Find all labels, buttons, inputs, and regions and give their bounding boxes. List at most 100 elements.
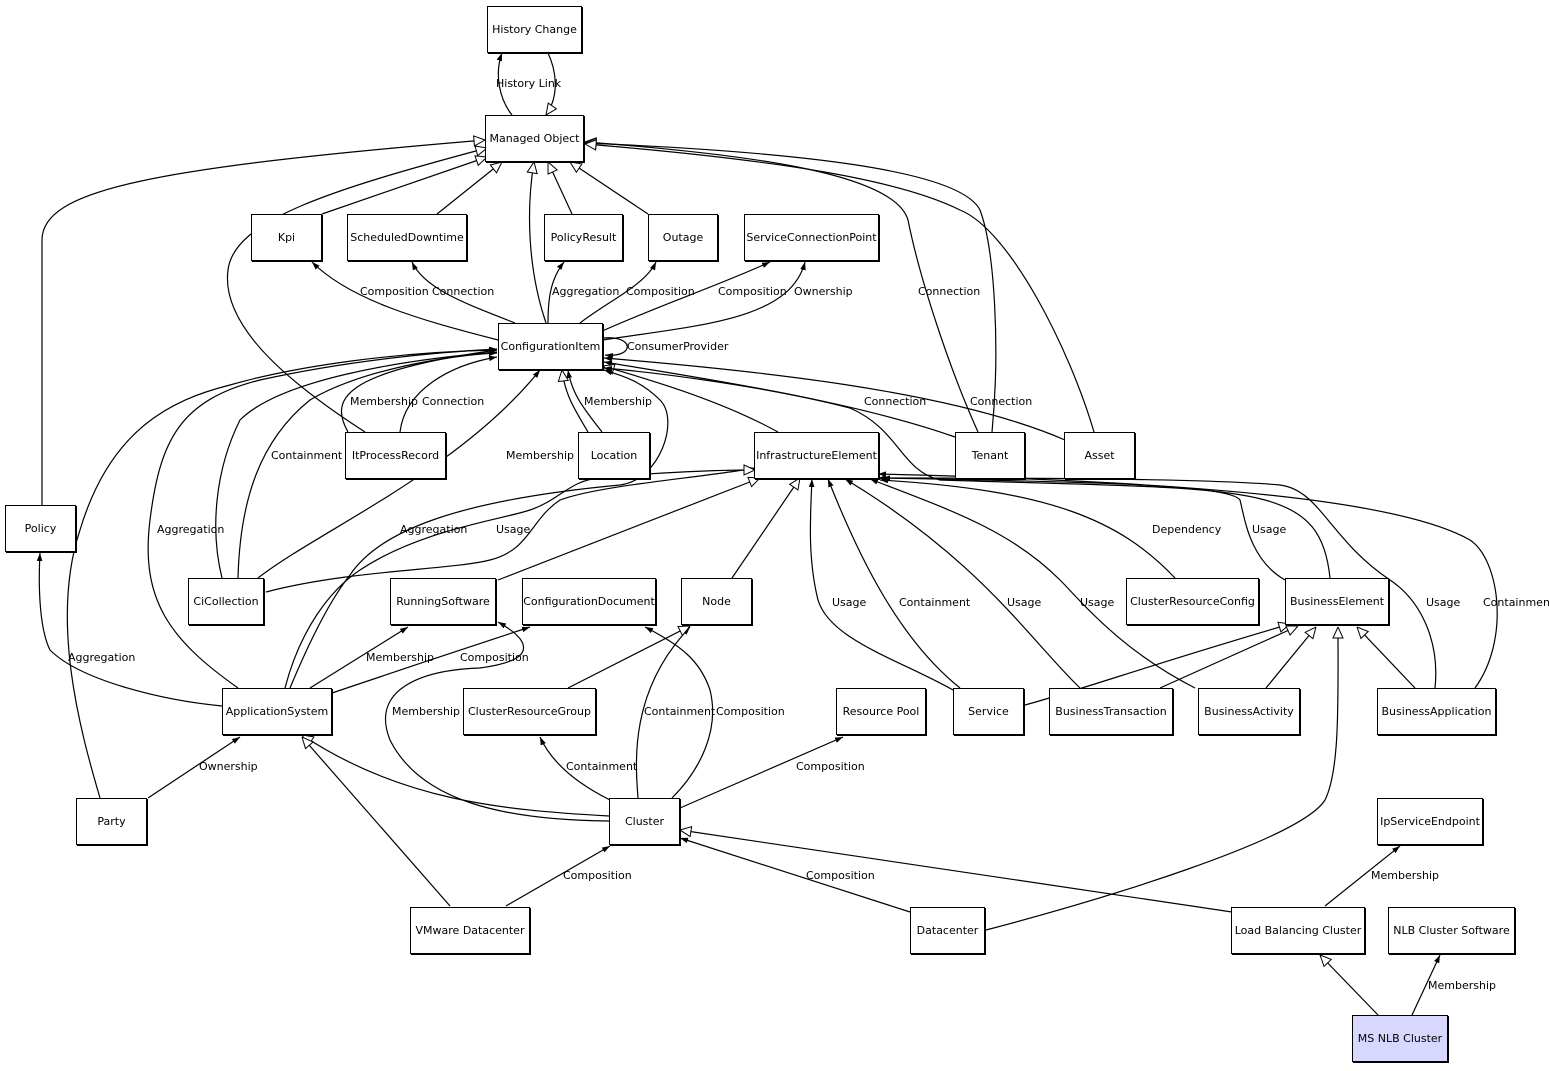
edge-ci-to-scp-own (602, 261, 806, 341)
node-configuration-document[interactable]: ConfigurationDocument (522, 578, 656, 625)
edge-label: Membership (1428, 979, 1496, 992)
edge-asset-to-managed (585, 144, 1095, 433)
edge-ci-to-managed (530, 162, 547, 324)
node-service-connection-point[interactable]: ServiceConnectionPoint (744, 214, 879, 261)
node-business-application[interactable]: BusinessApplication (1377, 688, 1496, 735)
edge-cluster-to-crg (539, 736, 611, 801)
edge-scheduled-to-managed (436, 162, 502, 215)
edge-policyresult-to-managed (547, 162, 573, 215)
edge-labels: History Link Composition Connection Aggr… (68, 77, 1549, 992)
node-party[interactable]: Party (76, 798, 147, 845)
edge-label: Connection (864, 395, 926, 408)
edge-itpr-connection (399, 355, 498, 433)
node-cluster[interactable]: Cluster (609, 798, 680, 845)
edge-ci-to-scheduled (411, 261, 516, 324)
edge-tenant-conn-2 (585, 143, 997, 433)
node-service[interactable]: Service (953, 688, 1024, 735)
edge-ie-to-ci (603, 366, 779, 433)
edge-cicoll-membership (257, 369, 541, 579)
node-tenant[interactable]: Tenant (955, 432, 1025, 479)
edge-location-2 (566, 369, 603, 433)
edge-bapp-containment (877, 471, 1498, 689)
node-nlb-cluster-software[interactable]: NLB Cluster Software (1388, 907, 1515, 954)
edge-label: Containment (644, 705, 716, 718)
edge-crc-to-ie (879, 477, 1176, 579)
node-ip-service-endpoint[interactable]: IpServiceEndpoint (1377, 798, 1483, 845)
edge-party-to-appsys (147, 736, 241, 799)
edge-bapp-to-be (1357, 627, 1416, 689)
edge-btx-usage (844, 478, 1081, 689)
edge-vmware-to-cluster (505, 845, 611, 907)
edge-label: Composition (718, 285, 787, 298)
edge-label: Usage (1080, 596, 1115, 609)
edge-cluster-to-pool (679, 736, 844, 809)
edge-service-usage (808, 478, 954, 691)
edge-label: History Link (496, 77, 562, 90)
node-infrastructure-element[interactable]: InfrastructureElement (754, 432, 879, 479)
edge-crg-to-node (567, 626, 690, 689)
edge-label: Membership (392, 705, 460, 718)
edge-label: Composition (716, 705, 785, 718)
node-location[interactable]: Location (578, 432, 650, 479)
node-node[interactable]: Node (681, 578, 752, 625)
edge-history-to-managed (546, 52, 555, 115)
node-asset[interactable]: Asset (1064, 432, 1135, 479)
edge-label: Membership (350, 395, 418, 408)
edge-label: Containment (271, 449, 343, 462)
edge-outage-to-managed (570, 162, 649, 215)
edge-bactivity-to-be (1265, 627, 1316, 689)
node-configuration-item[interactable]: ConfigurationItem (498, 323, 603, 370)
node-kpi[interactable]: Kpi (251, 214, 322, 261)
edge-lbc-to-ipse (1324, 845, 1401, 907)
edge-cluster-to-node (635, 626, 691, 799)
edge-cicoll-containment (215, 349, 498, 579)
node-history-change[interactable]: History Change (487, 6, 582, 53)
edge-label: Composition (360, 285, 429, 298)
node-outage[interactable]: Outage (648, 214, 718, 261)
node-cluster-resource-group[interactable]: ClusterResourceGroup (463, 688, 596, 735)
node-resource-pool[interactable]: Resource Pool (836, 688, 926, 735)
edge-label: Usage (1007, 596, 1042, 609)
edge-party-to-ci (66, 347, 498, 799)
node-business-transaction[interactable]: BusinessTransaction (1049, 688, 1173, 735)
edge-label: Usage (1426, 596, 1461, 609)
edge-kpi-to-managed (321, 157, 487, 215)
node-managed-object[interactable]: Managed Object (485, 115, 584, 162)
edge-cluster-to-rs (384, 621, 610, 822)
edge-asset-to-ci (603, 355, 1066, 441)
edge-itpr-to-managed (226, 148, 487, 433)
edge-label: Containment (899, 596, 971, 609)
edge-rs-to-ie (497, 478, 760, 581)
edge-label: Composition (626, 285, 695, 298)
node-load-balancing-cluster[interactable]: Load Balancing Cluster (1231, 907, 1365, 954)
edge-appsys-usage (284, 470, 755, 689)
edge-tenant-conn-1 (585, 142, 979, 433)
node-ci-collection[interactable]: CiCollection (188, 578, 264, 625)
edge-label: Connection (970, 395, 1032, 408)
node-business-activity[interactable]: BusinessActivity (1198, 688, 1300, 735)
edge-vmware-to-appsys (302, 737, 451, 907)
node-policy-result[interactable]: PolicyResult (544, 214, 623, 261)
node-cluster-resource-config[interactable]: ClusterResourceConfig (1126, 578, 1259, 625)
edge-appsys-to-ci (289, 369, 669, 689)
edge-label: Usage (832, 596, 867, 609)
edge-ci-to-kpi (311, 261, 499, 341)
node-datacenter[interactable]: Datacenter (910, 907, 985, 954)
edge-label: Aggregation (157, 523, 224, 536)
node-scheduled-downtime[interactable]: ScheduledDowntime (347, 214, 467, 261)
node-ms-nlb-cluster[interactable]: MS NLB Cluster (1352, 1015, 1448, 1062)
node-business-element[interactable]: BusinessElement (1285, 578, 1389, 625)
edge-label: Usage (496, 523, 531, 536)
edge-label: Composition (460, 651, 529, 664)
node-it-process-record[interactable]: ItProcessRecord (345, 432, 446, 479)
edge-label: Composition (806, 869, 875, 882)
edge-label: Membership (1371, 869, 1439, 882)
node-running-software[interactable]: RunningSoftware (390, 578, 496, 625)
edge-datacenter-to-be (985, 627, 1338, 931)
node-application-system[interactable]: ApplicationSystem (222, 688, 332, 735)
node-vmware-datacenter[interactable]: VMware Datacenter (410, 907, 530, 954)
edge-label: Ownership (794, 285, 853, 298)
node-policy[interactable]: Policy (5, 505, 76, 552)
edge-label: Connection (422, 395, 484, 408)
